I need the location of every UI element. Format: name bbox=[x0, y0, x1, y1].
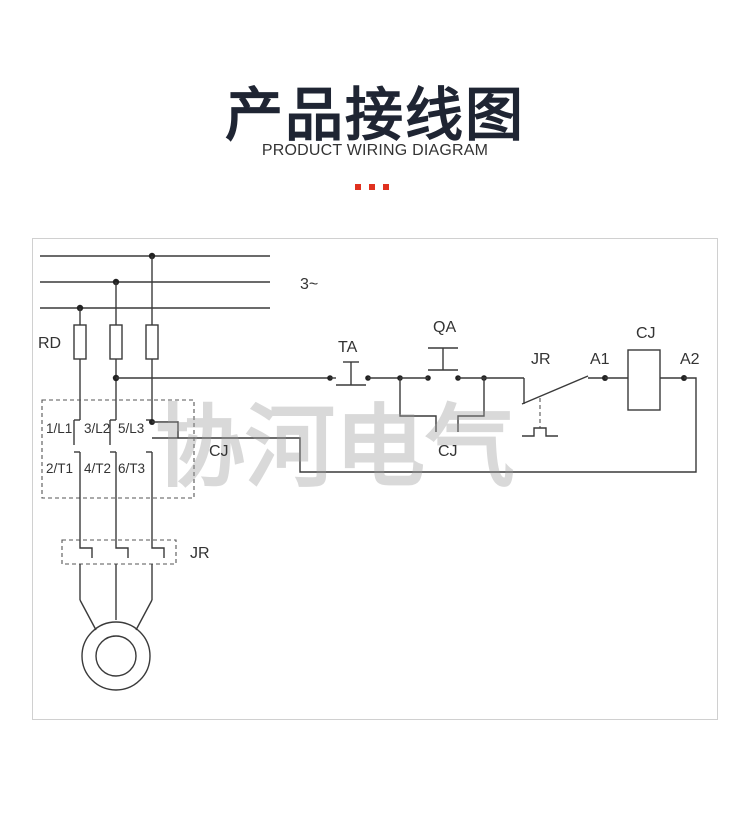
terminal-label: 6/T3 bbox=[118, 461, 145, 476]
accent-dot bbox=[369, 184, 375, 190]
terminal-label: 4/T2 bbox=[84, 461, 111, 476]
page-title: 产品接线图 bbox=[224, 81, 525, 149]
accent-dot bbox=[383, 184, 389, 190]
fuse bbox=[109, 324, 123, 360]
aux-contact-wire bbox=[399, 378, 437, 432]
wire bbox=[79, 599, 97, 631]
return-wire bbox=[152, 377, 697, 473]
terminal-label: 2/T1 bbox=[46, 461, 73, 476]
thermal-relay-label: JR bbox=[190, 545, 210, 562]
contactor-aux-label: CJ bbox=[438, 443, 458, 460]
wire bbox=[152, 421, 179, 438]
accent-dots bbox=[355, 184, 395, 190]
motor-outer bbox=[81, 621, 151, 691]
coil-terminal-a1-label: A1 bbox=[590, 351, 610, 368]
thermal-element bbox=[115, 540, 129, 558]
wire bbox=[135, 599, 153, 631]
terminal-label: 3/L2 bbox=[84, 421, 110, 436]
page-subtitle: PRODUCT WIRING DIAGRAM bbox=[261, 142, 489, 159]
thermal-element bbox=[151, 540, 165, 558]
phase-label: 3~ bbox=[300, 276, 318, 293]
terminal-label: 5/L3 bbox=[118, 421, 144, 436]
relay-label: JR bbox=[531, 351, 551, 368]
motor-inner bbox=[95, 635, 137, 677]
start-button-label: QA bbox=[433, 319, 456, 336]
relay-heater-symbol bbox=[522, 427, 558, 437]
fuse bbox=[145, 324, 159, 360]
stop-button-label: TA bbox=[338, 339, 358, 356]
contactor-coil-label: CJ bbox=[636, 325, 656, 342]
thermal-element bbox=[79, 540, 93, 558]
coil-terminal-a2-label: A2 bbox=[680, 351, 700, 368]
aux-contact-wire bbox=[457, 378, 485, 432]
thermal-relay-box bbox=[61, 539, 177, 565]
terminal-label: 1/L1 bbox=[46, 421, 72, 436]
fuse-label: RD bbox=[38, 335, 61, 352]
contactor-box bbox=[41, 399, 195, 499]
contactor-coil bbox=[627, 349, 661, 411]
watermark: 协河电气 bbox=[155, 395, 515, 500]
contactor-main-label: CJ bbox=[209, 443, 229, 460]
relay-contact-blade bbox=[521, 375, 589, 405]
accent-dot bbox=[355, 184, 361, 190]
fuse bbox=[73, 324, 87, 360]
